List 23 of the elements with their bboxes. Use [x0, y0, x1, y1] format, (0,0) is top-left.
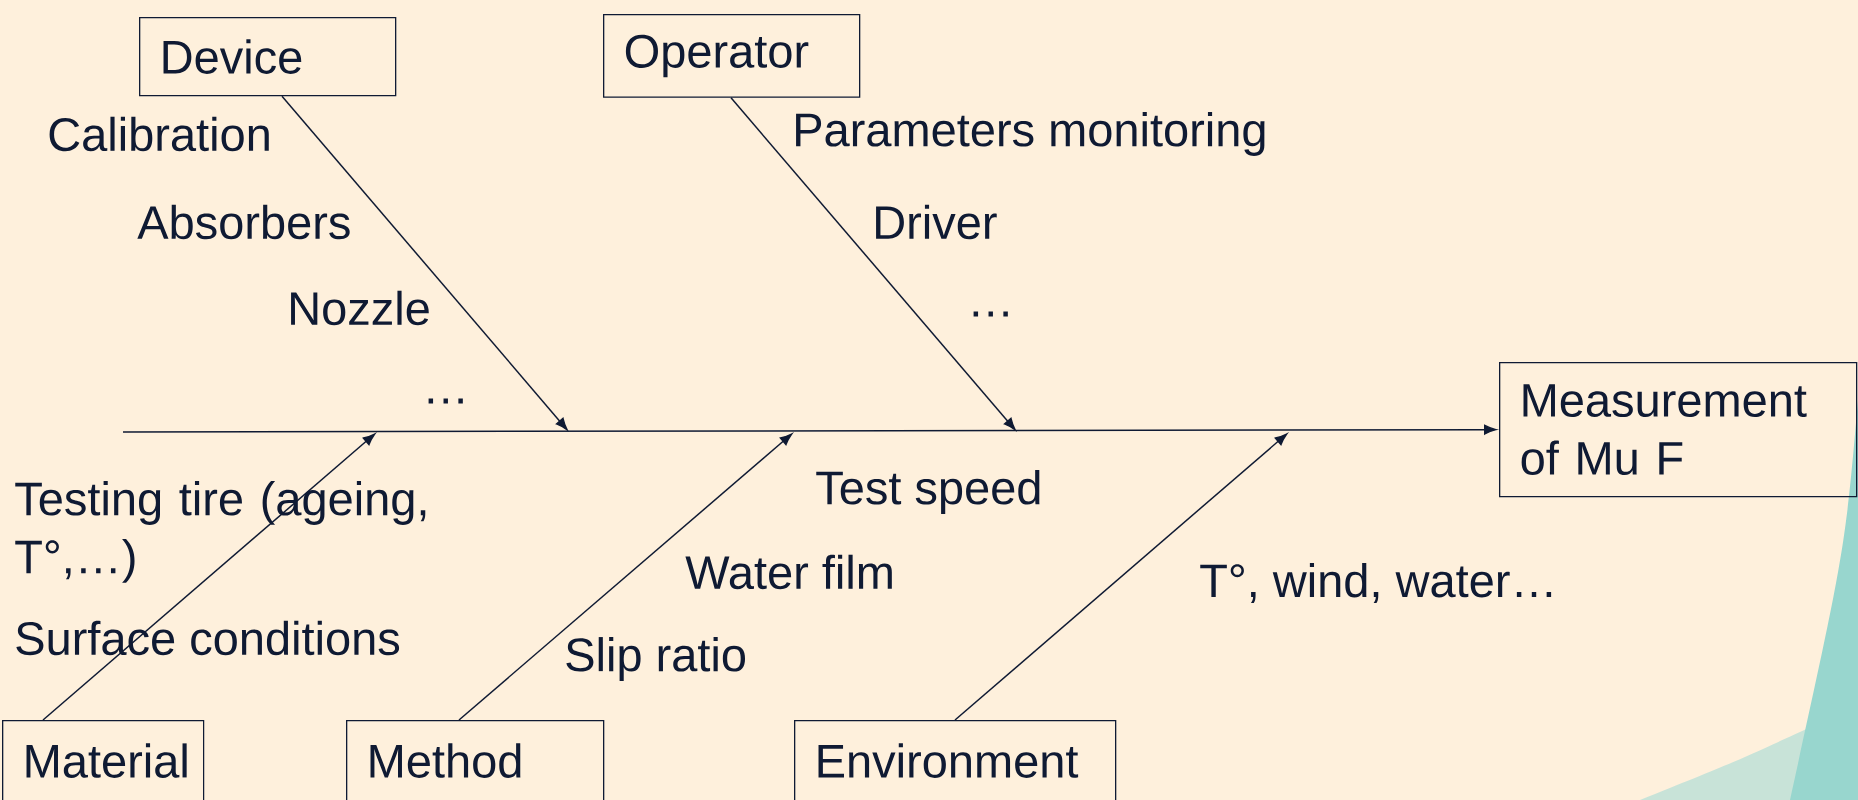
cause-label: Parameters monitoring: [796, 112, 1265, 156]
cause-label: Calibration: [49, 116, 269, 152]
cause-label: Driver: [876, 204, 997, 240]
cause-box: Method: [346, 720, 605, 800]
cause-label: Test speed: [816, 470, 1040, 514]
cause-label: Slip ratio: [566, 637, 746, 681]
bone-arrow: [281, 95, 568, 431]
cause-box: Device: [139, 17, 397, 97]
cause-label: T°, wind, water…: [1200, 562, 1552, 603]
bone-arrow: [458, 433, 793, 721]
cause-label: Water film: [685, 554, 892, 590]
cause-label: …: [973, 311, 1008, 317]
bone-arrow: [42, 433, 376, 721]
cause-box: Operator: [603, 14, 861, 98]
cause-label: …: [428, 398, 463, 404]
cause-box: Measurement of Mu F: [1499, 362, 1858, 498]
spine-arrow: [122, 424, 1497, 435]
bone-arrow: [730, 97, 1016, 431]
cause-box: Environment: [794, 720, 1117, 800]
cause-label: Nozzle: [291, 290, 429, 326]
cause-label: Absorbers: [137, 204, 350, 240]
bone-arrow: [954, 433, 1288, 721]
cause-box: Material: [2, 720, 205, 800]
